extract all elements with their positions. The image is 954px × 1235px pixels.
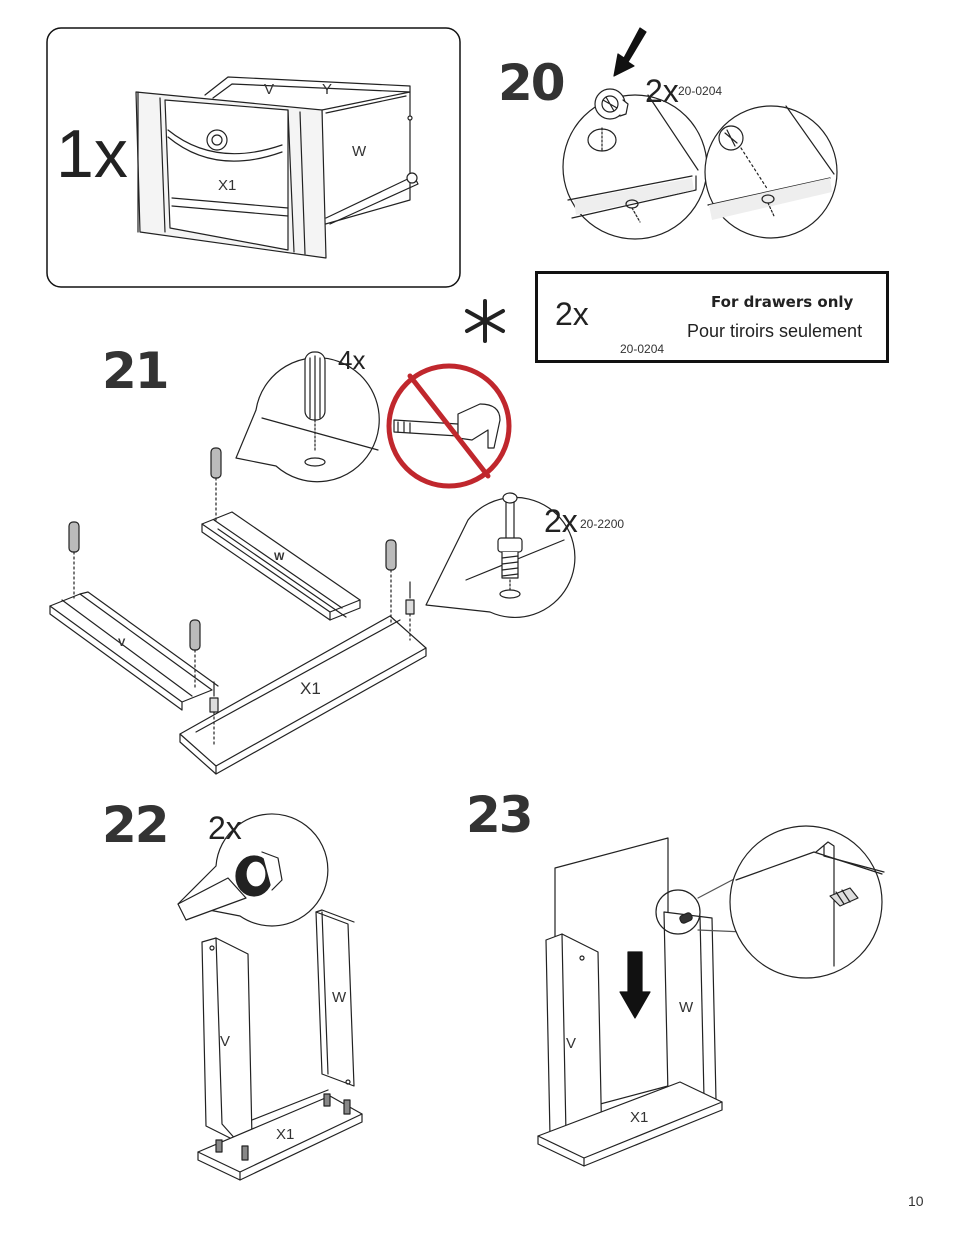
step22-number: 22 xyxy=(102,796,170,854)
step20-part-code: 20-0204 xyxy=(678,84,723,98)
step23-number: 23 xyxy=(466,786,534,844)
screwdriver-icon xyxy=(177,851,283,921)
step20-number: 20 xyxy=(498,54,566,112)
step21-number: 21 xyxy=(102,342,170,400)
overview-label-y: Y xyxy=(322,81,333,98)
step22-quantity: 2x xyxy=(208,810,242,846)
down-arrow-icon xyxy=(613,27,647,77)
step22-illustration xyxy=(177,813,363,1181)
note-quantity: 2x xyxy=(555,296,589,332)
step21-label-w: W xyxy=(274,551,285,563)
step23-label-x1: X1 xyxy=(630,1109,649,1126)
down-arrow-icon xyxy=(619,951,651,1019)
step22-label-w: W xyxy=(332,989,347,1006)
step23-label-v: V xyxy=(566,1035,577,1052)
step20-illustration xyxy=(562,27,838,240)
step21-bolt-code: 20-2200 xyxy=(580,517,625,531)
step21-label-x1: X1 xyxy=(300,679,321,698)
overview-panel xyxy=(46,27,461,288)
step23-illustration xyxy=(537,825,885,1167)
drawer-illustration xyxy=(135,76,419,259)
cam-lock-icon xyxy=(594,88,629,120)
overview-label-w: W xyxy=(352,143,367,160)
note-part-code: 20-0204 xyxy=(620,342,665,356)
overview-label-v: V xyxy=(264,81,275,98)
no-hammer-icon xyxy=(386,363,512,489)
overview-label-x1: X1 xyxy=(218,177,237,194)
overview-quantity: 1x xyxy=(56,116,128,192)
note-text-fr: Pour tiroirs seulement xyxy=(687,321,863,341)
step21-dowel-quantity: 4x xyxy=(338,345,366,375)
note-text-en: For drawers only xyxy=(711,293,854,311)
step22-label-x1: X1 xyxy=(276,1126,295,1143)
step21-bolt-quantity: 2x xyxy=(544,503,578,539)
drawer-note-box: 2x 20-0204 For drawers only Pour tiroirs… xyxy=(535,271,889,363)
step21-illustration xyxy=(49,351,576,775)
asterisk-icon xyxy=(465,299,505,343)
step20-quantity: 2x xyxy=(645,73,679,109)
page-number: 10 xyxy=(908,1193,924,1209)
step23-label-w: W xyxy=(679,999,694,1016)
step22-label-v: V xyxy=(220,1033,231,1050)
step21-label-v: V xyxy=(118,637,126,649)
